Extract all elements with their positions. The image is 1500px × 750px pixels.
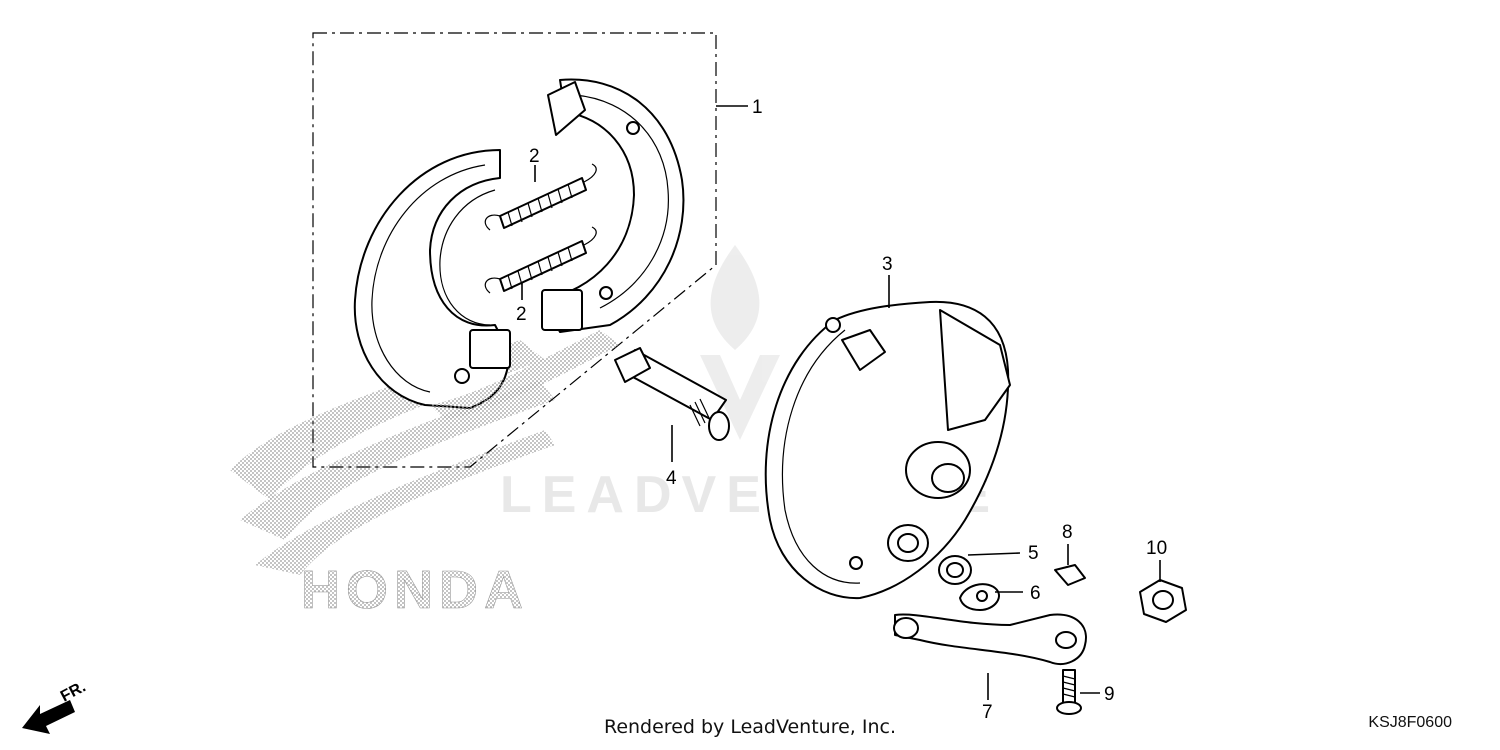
- honda-logo: HONDA: [230, 340, 555, 620]
- rendered-by-footer: Rendered by LeadVenture, Inc.: [603, 716, 897, 738]
- callout-10[interactable]: 10: [1146, 538, 1167, 559]
- callout-5[interactable]: 5: [1028, 543, 1039, 564]
- callout-4[interactable]: 4: [666, 468, 677, 489]
- honda-logo-text: HONDA: [301, 560, 529, 620]
- seal[interactable]: [938, 555, 972, 585]
- spring-upper[interactable]: [484, 163, 597, 231]
- callout-8[interactable]: 8: [1062, 522, 1073, 543]
- callout-1[interactable]: 1: [752, 97, 763, 118]
- callout-6[interactable]: 6: [1030, 583, 1041, 604]
- collar[interactable]: [1054, 564, 1086, 586]
- brake-shoe-right[interactable]: [541, 78, 685, 333]
- callout-3[interactable]: 3: [882, 254, 893, 275]
- callouts: 1 2 2 3 4 5 6 7 8 9 10: [516, 97, 1167, 723]
- front-label: FR.: [58, 678, 89, 705]
- brake-panel[interactable]: [764, 300, 1011, 600]
- brake-shoe-left[interactable]: [353, 149, 511, 409]
- callout-7[interactable]: 7: [982, 702, 993, 723]
- nut[interactable]: [1139, 579, 1187, 623]
- bolt[interactable]: [1056, 669, 1082, 715]
- front-arrow-icon: [22, 700, 75, 734]
- callout-9[interactable]: 9: [1104, 684, 1115, 705]
- leader-lines: [521, 105, 1161, 700]
- callout-2-upper[interactable]: 2: [529, 146, 540, 167]
- assembly-box-dashed: [312, 32, 717, 468]
- brake-arm[interactable]: [893, 613, 1087, 665]
- callout-2-lower[interactable]: 2: [516, 304, 527, 325]
- diagram-code: KSJ8F0600: [1368, 714, 1452, 731]
- spring-lower[interactable]: [484, 226, 597, 294]
- indicator-plate[interactable]: [959, 583, 1000, 611]
- brake-cam[interactable]: [614, 347, 730, 441]
- shoe-shadow: [430, 330, 620, 420]
